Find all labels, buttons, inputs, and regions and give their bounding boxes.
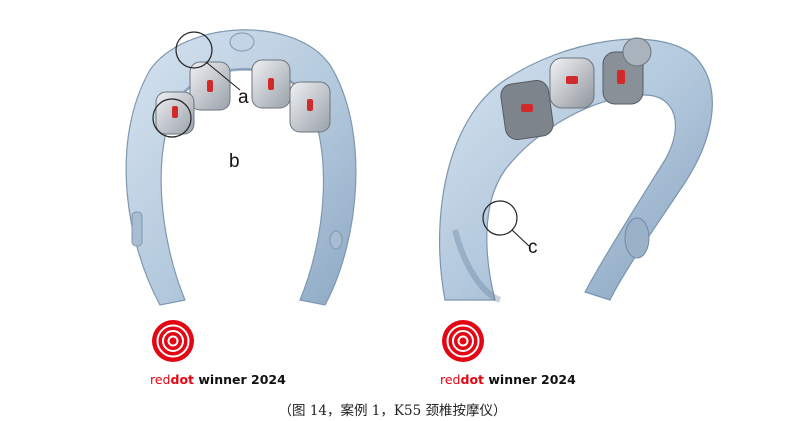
neck-massager-front-illustration <box>125 29 357 306</box>
reddot-logo-icon <box>442 320 484 362</box>
logo-badge <box>229 32 255 52</box>
reddot-logo-icon <box>152 320 194 362</box>
figure-right-product-image: c <box>425 0 735 320</box>
brand-dot: dot <box>170 372 195 387</box>
reddot-winner-text: reddot winner 2024 <box>150 372 286 387</box>
callout-leader-c <box>511 229 530 247</box>
brand-red: red <box>150 372 171 387</box>
callout-leader-a <box>205 61 241 91</box>
massage-pads <box>155 59 331 135</box>
massager-band <box>125 29 357 306</box>
callout-label-a: a <box>238 87 249 108</box>
reddot-award-badge-right: reddot winner 2024 <box>440 318 576 390</box>
massage-pads <box>500 37 652 141</box>
reddot-winner-text: reddot winner 2024 <box>440 372 576 387</box>
brand-winner-year: winner 2024 <box>194 372 286 387</box>
brand-red: red <box>440 372 461 387</box>
callout-circle-b-area <box>152 98 192 138</box>
callout-circle-c <box>482 200 518 236</box>
control-button <box>624 217 650 259</box>
callout-label-c: c <box>528 237 538 258</box>
figure-left-product-image: a b <box>90 0 390 320</box>
reddot-award-badge-left: reddot winner 2024 <box>150 318 286 390</box>
callout-label-b: b <box>229 151 240 172</box>
callout-circle-a <box>175 31 213 69</box>
figure-caption: （图 14，案例 1，K55 颈椎按摩仪） <box>278 403 507 419</box>
brand-winner-year: winner 2024 <box>484 372 576 387</box>
brand-dot: dot <box>460 372 485 387</box>
neck-massager-angled-illustration <box>439 37 713 303</box>
